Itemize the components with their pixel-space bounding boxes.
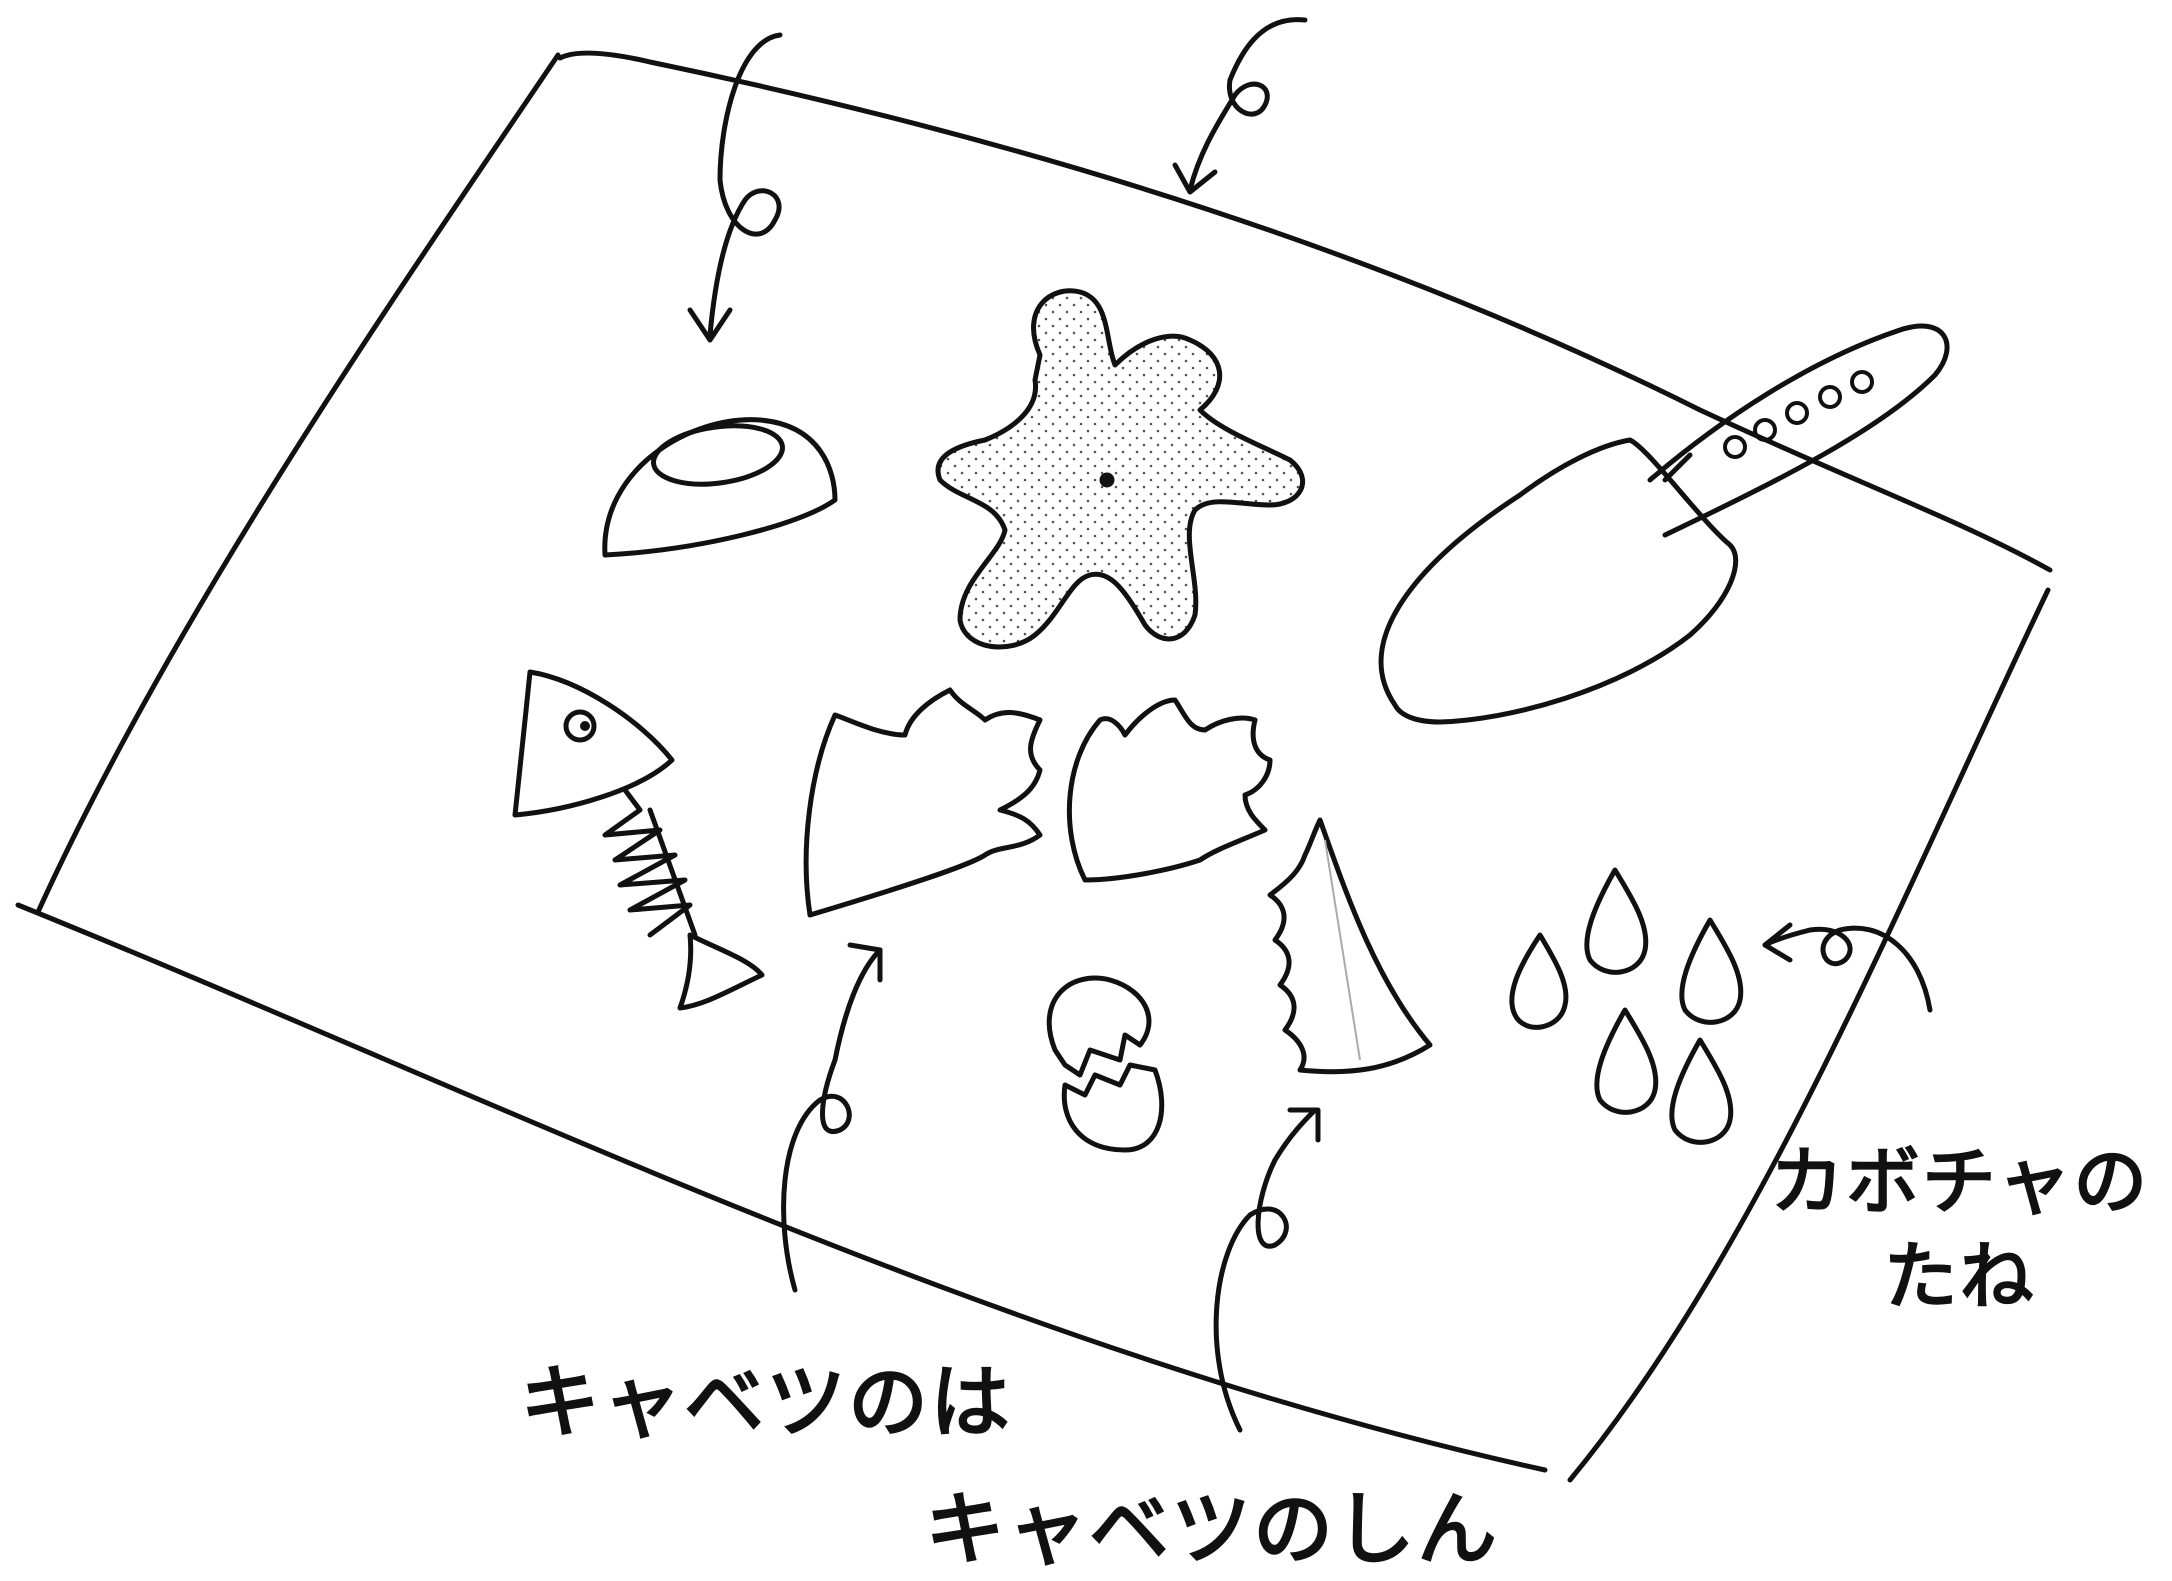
- cabbage-leaf-icon: [1069, 700, 1270, 880]
- label-pumpkin-seeds-line1: カボチャの: [1770, 1135, 2149, 1230]
- pointer-arrow-icon: [784, 945, 880, 1290]
- eggshell-bowl-icon: [605, 418, 835, 555]
- label-pumpkin-seeds-line2: たね: [1770, 1230, 2149, 1325]
- cabbage-core-icon: [1270, 820, 1430, 1072]
- fish-bone-icon: [515, 672, 762, 1008]
- label-pumpkin-seeds: カボチャの たね: [1770, 1135, 2149, 1325]
- label-cabbage-core: キャベツのしん: [925, 1465, 1499, 1581]
- pumpkin-seeds-icon: [1512, 870, 1741, 1142]
- garden-trowel-icon: [1381, 326, 1947, 722]
- starfish-scrap-icon: [938, 291, 1303, 647]
- pointer-arrow-icon: [1175, 20, 1305, 192]
- pointer-arrow-icon: [1765, 925, 1930, 1010]
- cabbage-leaf-icon: [806, 690, 1040, 915]
- pointer-arrow-icon: [1216, 1110, 1318, 1430]
- pointer-arrow-icon: [690, 35, 780, 340]
- label-cabbage-leaves: キャベツのは: [520, 1338, 1012, 1454]
- cracked-eggshell-icon: [1049, 978, 1162, 1150]
